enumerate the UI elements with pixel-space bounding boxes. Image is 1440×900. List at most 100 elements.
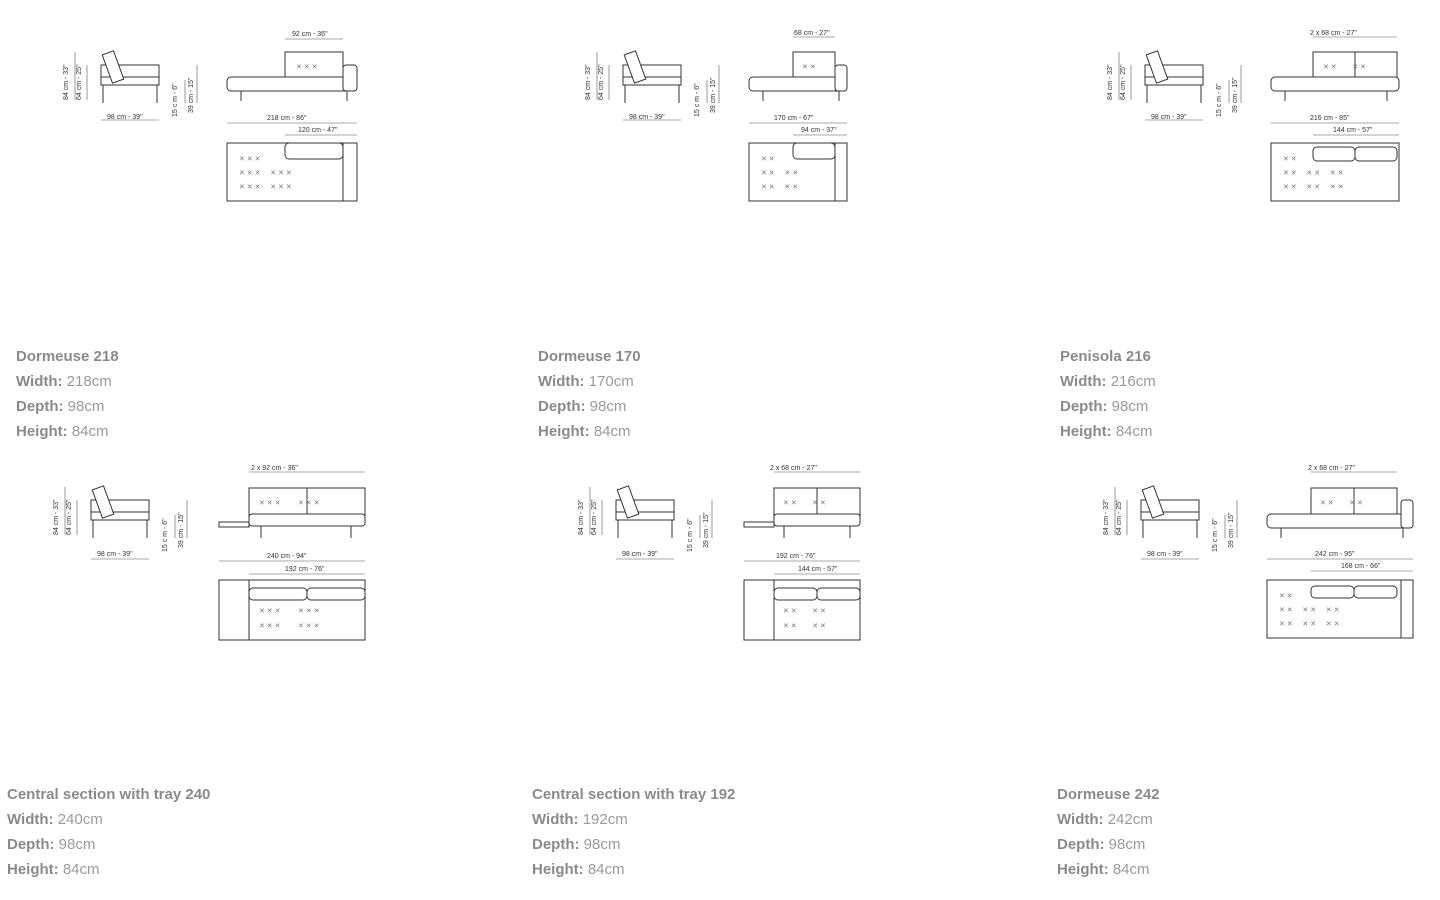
height-row: Height: 84cm [538,419,641,444]
dim-module: 94 cm - 37" [801,127,837,134]
height-value: 84cm [587,861,625,878]
depth-label: Depth: [16,398,64,415]
product-name: Dormeuse 242 [1057,786,1160,803]
top-view: ✕ ✕ ✕ ✕ ✕ ✕ ✕ ✕ ✕ ✕ ✕ ✕ [218,579,366,641]
width-row: Width: 170cm [538,369,641,394]
svg-text:✕ ✕: ✕ ✕ [802,64,816,71]
dim-depth: 98 cm - 39" [107,114,143,121]
svg-text:✕ ✕: ✕ ✕ [761,156,775,163]
depth-row: Depth: 98cm [532,832,735,857]
spec-dormeuse-242: Dormeuse 242 Width: 242cm Depth: 98cm He… [1057,782,1160,882]
dim-height-total: 84 cm - 33" [585,64,592,100]
front-view: 92 cm - 36" ✕ ✕ ✕ 218 cm - 86" 120 cm - … [226,31,358,136]
dim-height-seat: 64 cm - 25" [591,499,598,535]
height-value: 84cm [1112,861,1150,878]
height-label: Height: [7,861,59,878]
width-row: Width: 242cm [1057,807,1160,832]
depth-row: Depth: 98cm [1060,394,1156,419]
svg-text:✕ ✕ ✕ ✕: ✕ ✕ ✕ ✕ [1320,500,1363,507]
width-row: Width: 216cm [1060,369,1156,394]
spec-dormeuse-218: Dormeuse 218 Width: 218cm Depth: 98cm He… [16,344,119,444]
dim-cushion: 2 x 68 cm - 27" [1308,465,1355,472]
side-view: 84 cm - 33" 64 cm - 25" 98 cm - 39" 15 c… [578,485,713,560]
svg-text:✕ ✕ ✕ ✕: ✕ ✕ ✕ ✕ [1323,64,1366,71]
dim-depth: 98 cm - 39" [629,114,665,121]
width-value: 216cm [1110,373,1156,390]
dim-height-seat: 64 cm - 25" [1116,499,1123,535]
dim-leg: 15 c m - 6" [687,518,694,552]
width-value: 242cm [1107,811,1153,828]
top-view: ✕ ✕ ✕ ✕ ✕ ✕ ✕ ✕ ✕ ✕ [748,142,848,202]
depth-row: Depth: 98cm [7,832,210,857]
dim-leg: 15 c m - 6" [162,518,169,552]
svg-text:✕ ✕ ✕ ✕ ✕ ✕: ✕ ✕ ✕ ✕ ✕ ✕ [259,500,319,507]
svg-text:✕ ✕ ✕ ✕ ✕ ✕: ✕ ✕ ✕ ✕ ✕ ✕ [1279,607,1339,614]
product-name: Dormeuse 218 [16,348,119,365]
dim-cushion: 68 cm - 27" [794,30,830,37]
drawing-dormeuse-218: 84 cm - 33" 64 cm - 25" 98 cm - 39" 15 c… [55,25,375,210]
front-view: 2 x 68 cm - 27" ✕ ✕ ✕ ✕ 216 cm - 85" 144… [1270,30,1400,136]
dim-module: 168 cm - 66" [1341,563,1381,570]
dim-cushion: 92 cm - 36" [292,31,328,38]
svg-text:✕ ✕: ✕ ✕ [1283,156,1297,163]
svg-text:✕ ✕ ✕ ✕ ✕ ✕: ✕ ✕ ✕ ✕ ✕ ✕ [259,608,319,615]
top-view: ✕ ✕ ✕ ✕ ✕ ✕ ✕ ✕ ✕ ✕ ✕ ✕ ✕ ✕ [1266,579,1414,639]
dim-cushion: 2 x 92 cm - 36" [251,465,298,472]
width-row: Width: 240cm [7,807,210,832]
svg-text:✕ ✕ ✕ ✕: ✕ ✕ ✕ ✕ [761,170,798,177]
dim-height-seat: 64 cm - 25" [598,64,605,100]
dim-height-total: 84 cm - 33" [1103,499,1110,535]
width-label: Width: [7,811,54,828]
svg-text:✕ ✕ ✕ ✕ ✕ ✕: ✕ ✕ ✕ ✕ ✕ ✕ [239,170,292,177]
svg-text:✕ ✕: ✕ ✕ [1279,593,1293,600]
width-label: Width: [1057,811,1104,828]
dim-height-total: 84 cm - 33" [578,499,585,535]
dim-overall: 216 cm - 85" [1310,115,1350,122]
spec-dormeuse-170: Dormeuse 170 Width: 170cm Depth: 98cm He… [538,344,641,444]
depth-label: Depth: [1057,836,1105,853]
dim-depth: 98 cm - 39" [97,551,133,558]
dim-overall: 240 cm - 94" [267,553,307,560]
height-label: Height: [1057,861,1109,878]
dim-leg: 15 c m - 6" [1212,518,1219,552]
front-view: 2 x 68 cm - 27" ✕ ✕ ✕ ✕ 192 cm - 76" 144… [743,465,861,575]
svg-text:✕ ✕ ✕ ✕ ✕ ✕: ✕ ✕ ✕ ✕ ✕ ✕ [1283,170,1343,177]
dim-seat: 39 cm - 15" [178,512,185,548]
dim-seat: 39 cm - 15" [703,512,710,548]
svg-text:✕ ✕ ✕ ✕: ✕ ✕ ✕ ✕ [783,623,826,630]
drawing-dormeuse-170: 84 cm - 33" 64 cm - 25" 98 cm - 39" 15 c… [577,25,867,210]
height-row: Height: 84cm [532,857,735,882]
width-label: Width: [532,811,579,828]
side-view: 84 cm - 33" 64 cm - 25" 98 cm - 39" 15 c… [63,50,198,121]
product-name: Central section with tray 240 [7,786,211,803]
dim-overall: 170 cm - 67" [774,115,814,122]
height-label: Height: [532,861,584,878]
side-view: 84 cm - 33" 64 cm - 25" 98 cm - 39" 15 c… [1103,485,1238,560]
top-view: ✕ ✕ ✕ ✕ ✕ ✕ ✕ ✕ [743,579,861,641]
height-row: Height: 84cm [7,857,210,882]
spec-central-192: Central section with tray 192 Width: 192… [532,782,735,882]
depth-value: 98cm [589,398,627,415]
front-view: 2 x 92 cm - 36" ✕ ✕ ✕ ✕ ✕ ✕ 240 cm - 94"… [218,465,366,575]
dim-module: 192 cm - 76" [285,566,325,573]
depth-value: 98cm [67,398,105,415]
depth-value: 98cm [583,836,621,853]
svg-text:✕ ✕ ✕ ✕ ✕ ✕: ✕ ✕ ✕ ✕ ✕ ✕ [1283,184,1343,191]
front-view: 2 x 68 cm - 27" ✕ ✕ ✕ ✕ 242 cm - 95" 168… [1266,465,1414,572]
product-name: Central section with tray 192 [532,786,736,803]
drawing-central-192: 84 cm - 33" 64 cm - 25" 98 cm - 39" 15 c… [570,460,870,645]
depth-value: 98cm [58,836,96,853]
height-row: Height: 84cm [1057,857,1160,882]
side-view: 84 cm - 33" 64 cm - 25" 98 cm - 39" 15 c… [53,485,188,560]
depth-value: 98cm [1108,836,1146,853]
width-label: Width: [1060,373,1107,390]
width-row: Width: 192cm [532,807,735,832]
dim-height-total: 84 cm - 33" [63,64,70,100]
dim-seat: 39 cm - 15" [188,77,195,113]
svg-text:✕ ✕ ✕ ✕: ✕ ✕ ✕ ✕ [761,184,798,191]
svg-text:✕ ✕ ✕ ✕: ✕ ✕ ✕ ✕ [783,608,826,615]
height-row: Height: 84cm [16,419,119,444]
drawing-penisola-216: 84 cm - 33" 64 cm - 25" 98 cm - 39" 15 c… [1099,25,1409,210]
width-label: Width: [538,373,585,390]
drawing-dormeuse-242: 84 cm - 33" 64 cm - 25" 98 cm - 39" 15 c… [1095,460,1425,645]
